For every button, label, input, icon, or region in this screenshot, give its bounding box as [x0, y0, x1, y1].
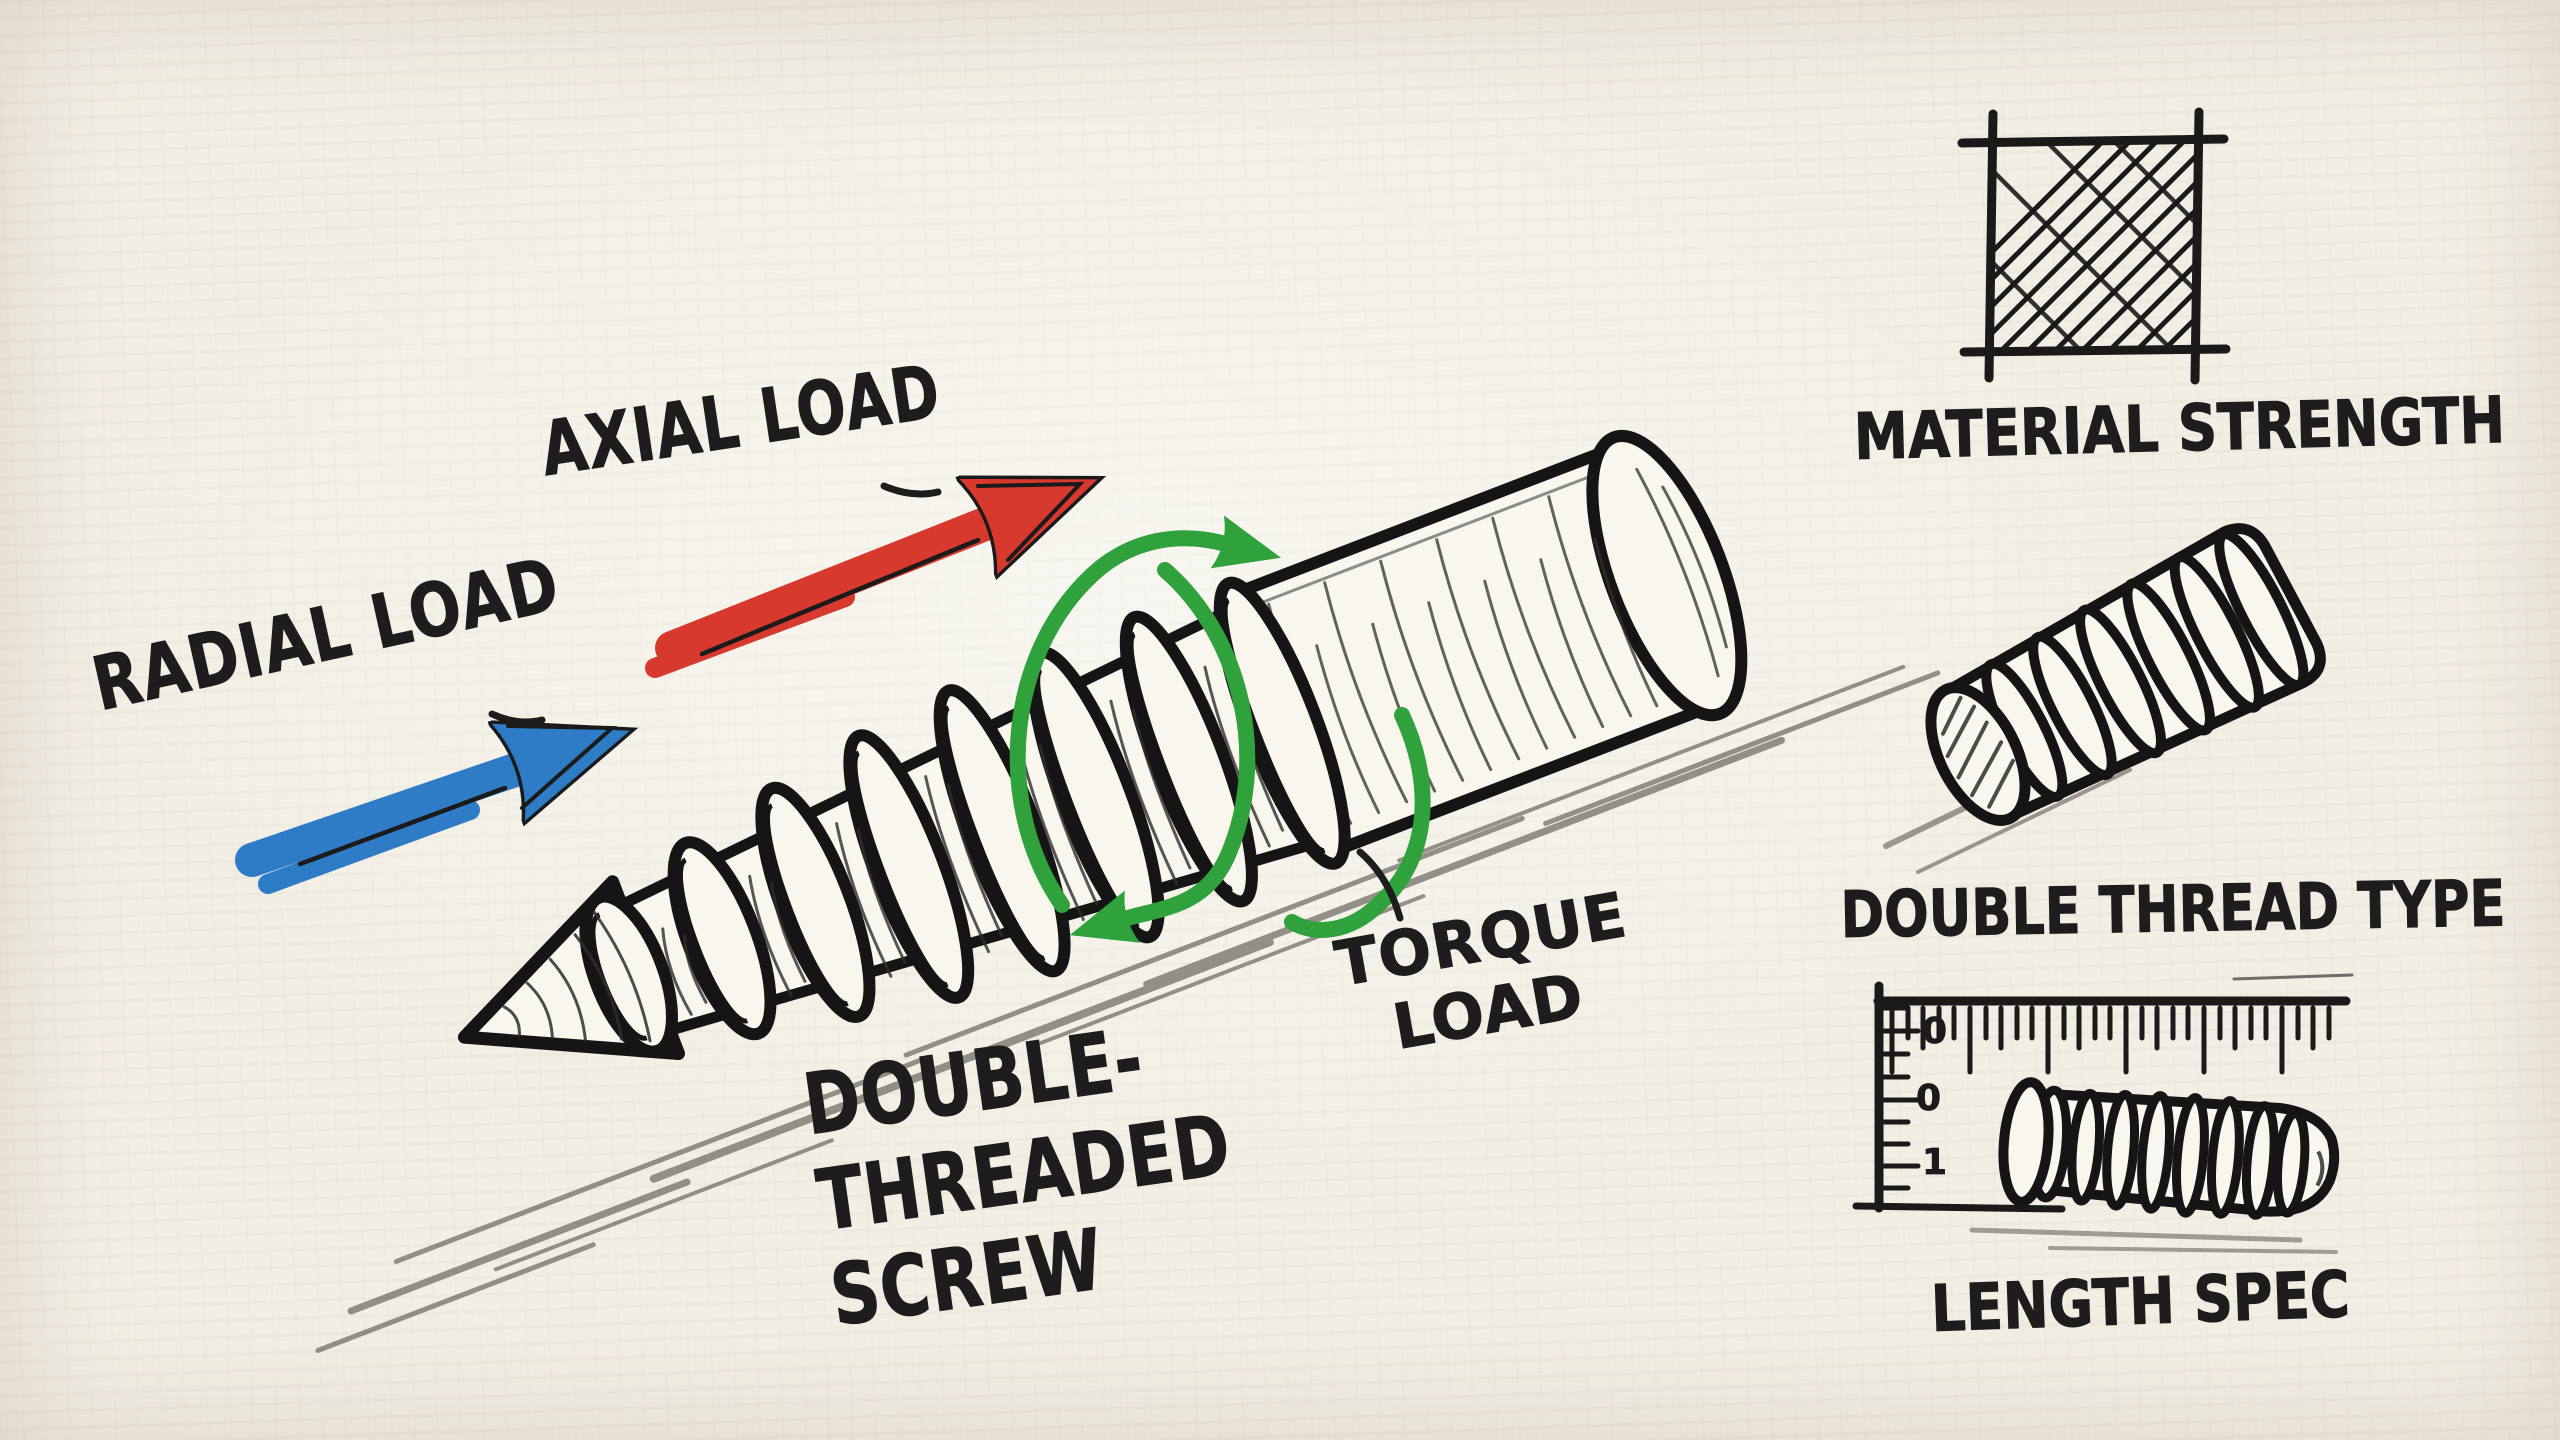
- thread-ridges: [579, 576, 1351, 1058]
- torque-arc-top: [1009, 515, 1281, 913]
- screw-head-cap: [1586, 429, 1748, 722]
- shank-hatching: [1267, 467, 1728, 825]
- radial-load-arrow: [235, 726, 612, 894]
- main-caption-label: DOUBLE- THREADED SCREW: [797, 1000, 1250, 1346]
- measured-screw: [1998, 1077, 2340, 1220]
- axial-arrow-shaft: [655, 524, 985, 665]
- ruler-mark-0-top: 0: [1922, 1011, 1948, 1053]
- ruler-icon: [1852, 973, 2354, 1254]
- leader-lines: [488, 482, 1404, 922]
- ruler-left-ticks: [1881, 1005, 1921, 1191]
- threaded-rod-icon: [1883, 523, 2326, 874]
- torque-leader: [1356, 848, 1404, 922]
- ruler-bottom-edge: [1852, 1202, 2066, 1213]
- ruler-mark-0-mid: 0: [1916, 1078, 1942, 1120]
- ruler-mark-1: 1: [1922, 1142, 1948, 1184]
- tip-hatching: [502, 910, 652, 1043]
- torque-arc-front: [1069, 562, 1256, 943]
- legend-label-length-spec: LENGTH SPEC: [1929, 1258, 2351, 1348]
- torque-arc-right: [1284, 707, 1431, 938]
- crosshatch-square-icon: [1957, 107, 2231, 385]
- ruler-top-ticks: [1889, 1005, 2332, 1075]
- legend-label-double-thread-type: DOUBLE THREAD TYPE: [1839, 867, 2507, 954]
- axial-load-arrow: [645, 484, 1080, 678]
- torque-arrows: [1009, 515, 1431, 943]
- radial-leader: [488, 710, 546, 726]
- axial-leader: [880, 482, 942, 498]
- legend-label-material-strength: MATERIAL STRENGTH: [1852, 383, 2506, 475]
- radial-arrow-shaft: [235, 770, 515, 877]
